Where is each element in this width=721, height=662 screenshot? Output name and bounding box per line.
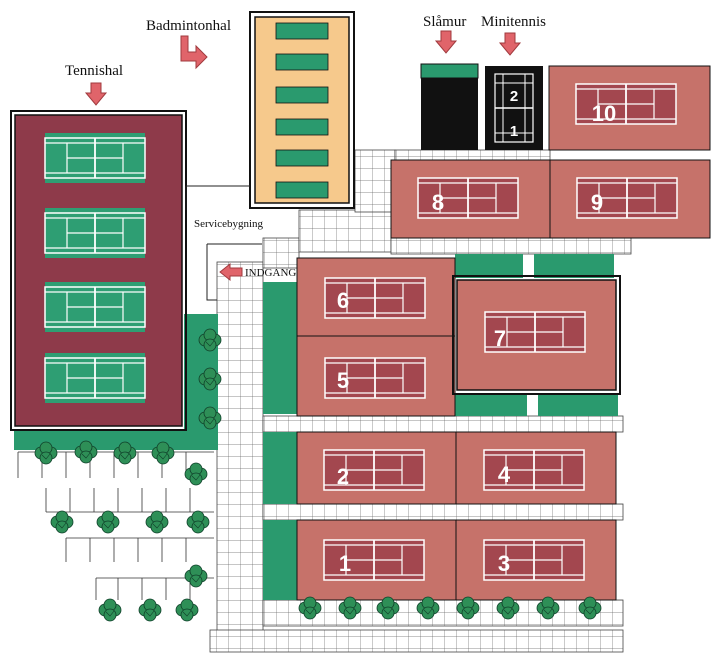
court-4[interactable]: 4 (455, 431, 617, 505)
practice-wall[interactable] (420, 63, 479, 150)
tennis-hall-label: Tennishal (65, 63, 123, 79)
labels: Tennishal Badmintonhal Slåmur Minitennis… (65, 14, 546, 279)
hall-court-1[interactable] (44, 133, 146, 183)
practice-wall-label: Slåmur (423, 14, 466, 30)
hall-court-3[interactable] (44, 282, 146, 332)
badminton-hall-label: Badmintonhal (146, 18, 231, 34)
tree-icon (145, 510, 169, 534)
outdoor-courts: 10 8 9 6 (296, 65, 711, 601)
court-2-label: 2 (337, 464, 349, 489)
service-building-label: Servicebygning (194, 218, 264, 230)
tree-icon (175, 598, 199, 622)
tree-icon (186, 510, 210, 534)
court-7[interactable]: 7 (452, 275, 621, 395)
arrow-icon (180, 35, 208, 70)
tree-icon (184, 462, 208, 486)
court-10-label: 10 (592, 101, 616, 126)
court-9-label: 9 (591, 190, 603, 215)
court-9[interactable]: 9 (549, 159, 711, 239)
court-10[interactable]: 10 (548, 65, 711, 151)
tree-icon (98, 598, 122, 622)
arrows (85, 30, 521, 282)
arrow-icon (435, 30, 457, 54)
minitennis-court-label-2: 2 (510, 88, 518, 105)
connector-lines (185, 185, 262, 301)
court-1[interactable]: 1 (296, 519, 457, 601)
arrow-icon (85, 82, 107, 106)
arrow-icon (219, 262, 243, 282)
tree-icon (138, 598, 162, 622)
court-3-label: 3 (498, 551, 510, 576)
minitennis-court-label-1: 1 (510, 123, 518, 140)
hall-court-2[interactable] (44, 208, 146, 258)
court-5[interactable]: 5 (296, 335, 456, 417)
court-1-label: 1 (339, 551, 351, 576)
court-3[interactable]: 3 (455, 519, 617, 601)
court-8[interactable]: 8 (390, 159, 551, 239)
badminton-hall[interactable] (249, 11, 355, 209)
entrance-label: INDGANG (245, 267, 296, 279)
court-4-label: 4 (498, 462, 511, 487)
court-5-label: 5 (337, 368, 349, 393)
arrow-icon (499, 32, 521, 56)
court-6[interactable]: 6 (296, 257, 456, 337)
court-2[interactable]: 2 (296, 431, 457, 505)
court-6-label: 6 (337, 288, 349, 313)
tree-icon (50, 510, 74, 534)
tree-icon (96, 510, 120, 534)
tennis-hall[interactable] (10, 110, 187, 431)
minitennis-courts[interactable]: 2 1 (485, 66, 543, 150)
court-7-label: 7 (494, 326, 506, 351)
hall-court-4[interactable] (44, 353, 146, 403)
tree-icon (184, 564, 208, 588)
court-8-label: 8 (432, 190, 444, 215)
minitennis-label: Minitennis (481, 14, 546, 30)
